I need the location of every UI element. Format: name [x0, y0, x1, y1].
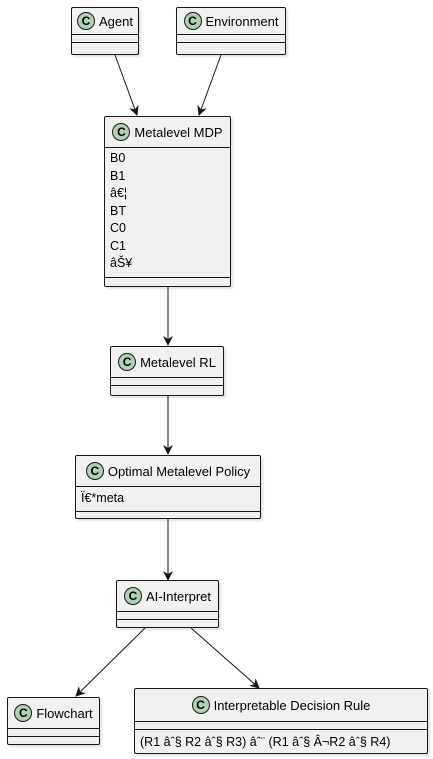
- attributes-section: [135, 721, 427, 729]
- class-icon: C: [191, 696, 210, 714]
- methods-section: [8, 736, 99, 744]
- methods-section: [76, 510, 260, 519]
- class-flowchart[interactable]: C Flowchart: [7, 697, 100, 745]
- field-bottom: âŠ¥: [110, 256, 133, 270]
- class-agent[interactable]: C Agent: [71, 7, 139, 55]
- class-environment[interactable]: C Environment: [176, 7, 286, 55]
- field-b0: B0: [110, 151, 126, 165]
- class-icon: C: [123, 587, 142, 605]
- edge-ai-interpret-to-decision-rule: [190, 627, 260, 689]
- class-interpretable-decision-rule[interactable]: C Interpretable Decision Rule (R1 âˆ§ R2…: [134, 688, 428, 754]
- class-header: C Agent: [72, 8, 138, 34]
- class-optimal-metalevel-policy[interactable]: C Optimal Metalevel Policy Ï€*meta: [75, 455, 261, 519]
- edge-environment-to-metalevel-mdp: [197, 54, 222, 116]
- methods-section: [177, 42, 285, 50]
- class-header: C Metalevel RL: [111, 347, 223, 377]
- class-name: AI-Interpret: [145, 588, 212, 604]
- class-name: Metalevel RL: [140, 354, 216, 370]
- field-decision-rule-formula: (R1 âˆ§ R2 âˆ§ R3) âˆ¨ (R1 âˆ§ Â¬R2 âˆ§ …: [140, 735, 391, 749]
- attributes-section: [72, 34, 138, 42]
- class-header: C Optimal Metalevel Policy: [76, 456, 260, 486]
- class-icon: C: [14, 704, 33, 722]
- attributes-section: [117, 611, 218, 619]
- methods-section: (R1 âˆ§ R2 âˆ§ R3) âˆ¨ (R1 âˆ§ Â¬R2 âˆ§ …: [135, 729, 427, 756]
- field-pi-meta: Ï€*meta: [81, 491, 125, 505]
- class-icon: C: [112, 123, 131, 141]
- class-header: C Interpretable Decision Rule: [135, 689, 427, 721]
- methods-section: [72, 42, 138, 50]
- class-metalevel-rl[interactable]: C Metalevel RL: [110, 346, 224, 396]
- attributes-section: B0 B1 â€¦ BT C0 C1 âŠ¥: [105, 147, 230, 277]
- class-metalevel-mdp[interactable]: C Metalevel MDP B0 B1 â€¦ BT C0 C1 âŠ¥: [104, 116, 231, 287]
- class-icon: C: [77, 12, 96, 30]
- class-header: C Flowchart: [8, 698, 99, 728]
- methods-section: [111, 385, 223, 393]
- class-name: Interpretable Decision Rule: [213, 697, 371, 713]
- class-icon: C: [118, 353, 137, 371]
- edge-agent-to-metalevel-mdp: [114, 54, 139, 116]
- field-c0: C0: [110, 221, 126, 235]
- class-icon: C: [85, 462, 104, 480]
- attributes-section: Ï€*meta: [76, 486, 260, 511]
- class-name: Environment: [205, 13, 279, 29]
- class-ai-interpret[interactable]: C AI-Interpret: [116, 580, 219, 628]
- field-c1: C1: [110, 238, 126, 253]
- class-header: C AI-Interpret: [117, 581, 218, 611]
- class-header: C Environment: [177, 8, 285, 34]
- field-b1: B1: [110, 168, 126, 183]
- class-header: C Metalevel MDP: [105, 117, 230, 147]
- class-name: Metalevel MDP: [134, 124, 223, 140]
- methods-section: [117, 619, 218, 627]
- attributes-section: [177, 34, 285, 42]
- class-name: Optimal Metalevel Policy: [107, 463, 251, 479]
- class-name: Agent: [99, 13, 133, 29]
- class-icon: C: [183, 12, 202, 30]
- methods-section: [105, 276, 230, 285]
- field-bt: BT: [110, 203, 126, 218]
- class-name: Flowchart: [36, 705, 93, 721]
- attributes-section: [8, 728, 99, 736]
- field-ellipsis: â€¦: [110, 186, 128, 200]
- edge-ai-interpret-to-flowchart: [75, 627, 146, 697]
- attributes-section: [111, 377, 223, 385]
